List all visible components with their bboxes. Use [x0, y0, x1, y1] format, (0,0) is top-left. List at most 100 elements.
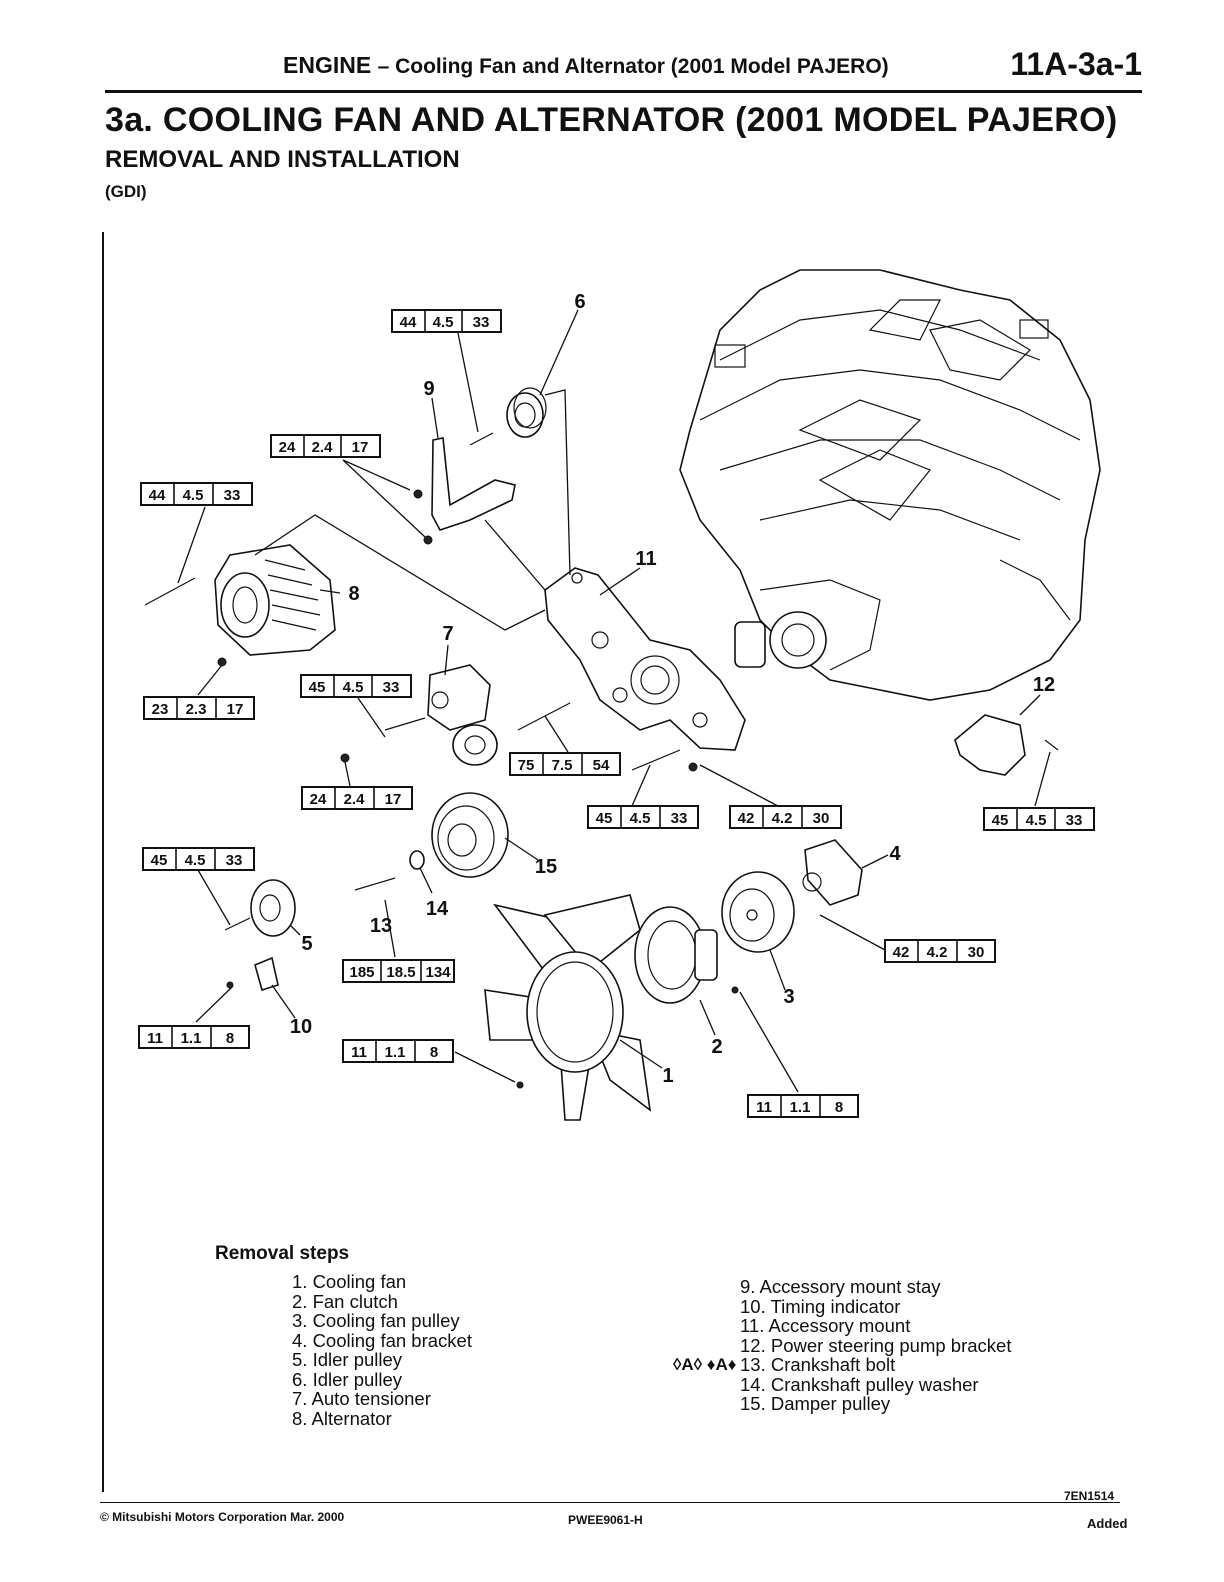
leader — [1034, 751, 1051, 807]
leader — [454, 1051, 516, 1083]
callout-1: 1 — [662, 1065, 673, 1087]
svg-text:33: 33 — [1066, 812, 1083, 829]
removal-step: 15. Damper pulley — [740, 1393, 891, 1414]
removal-step: 2. Fan clutch — [292, 1290, 398, 1312]
removal-steps-list-right: 9. Accessory mount stay 10. Timing indic… — [740, 1277, 1011, 1414]
removal-step: 4. Cooling fan bracket — [292, 1329, 472, 1351]
leader — [177, 506, 206, 584]
svg-text:185: 185 — [349, 964, 374, 981]
cooling-fan — [484, 894, 652, 1121]
leader — [444, 644, 449, 676]
svg-text:54: 54 — [593, 757, 610, 774]
svg-text:4.5: 4.5 — [433, 314, 454, 331]
removal-step: 13. Crankshaft bolt — [740, 1354, 896, 1375]
section-subtitle: REMOVAL AND INSTALLATION — [105, 146, 460, 173]
leader — [344, 761, 351, 787]
svg-text:42: 42 — [893, 944, 910, 961]
routing-line — [544, 389, 571, 576]
accessory-mount-stay — [431, 437, 516, 531]
callout-12: 12 — [1033, 674, 1055, 696]
crankshaft-washer — [409, 850, 425, 870]
svg-text:8: 8 — [226, 1030, 234, 1047]
timing-indicator — [254, 956, 279, 992]
removal-step: 10. Timing indicator — [740, 1295, 901, 1317]
svg-text:42: 42 — [738, 810, 755, 827]
leader — [271, 984, 296, 1019]
svg-text:4.5: 4.5 — [185, 852, 206, 869]
header-rule — [105, 90, 1142, 93]
svg-text:44: 44 — [400, 314, 417, 331]
page-number: 11A-3a-1 — [1010, 46, 1142, 82]
footer-rule — [100, 1502, 1120, 1503]
leader — [861, 854, 889, 869]
ps-pump-bracket — [954, 714, 1026, 776]
svg-text:33: 33 — [224, 487, 241, 504]
removal-step: 14. Crankshaft pulley washer — [740, 1373, 979, 1395]
removal-steps-heading: Removal steps — [215, 1243, 350, 1264]
svg-text:2.4: 2.4 — [344, 791, 366, 808]
callout-5: 5 — [301, 933, 312, 955]
idler-pulley-6 — [506, 387, 547, 438]
damper-pulley — [431, 792, 509, 878]
exploded-view-diagram: 444.533 242.417 444.533 232.317 454.533 … — [138, 269, 1101, 1121]
leader — [769, 949, 786, 991]
callout-15: 15 — [535, 856, 557, 878]
leader — [599, 567, 641, 596]
torque-spec: 45 4.5 33 — [142, 847, 255, 871]
svg-text:33: 33 — [383, 679, 400, 696]
svg-text:17: 17 — [352, 439, 369, 456]
svg-text:45: 45 — [596, 810, 613, 827]
leader — [539, 309, 579, 396]
svg-text:23: 23 — [152, 701, 169, 718]
svg-text:2.3: 2.3 — [186, 701, 207, 718]
leader — [619, 1039, 663, 1069]
callout-13: 13 — [370, 915, 392, 937]
callout-2: 2 — [711, 1036, 722, 1058]
svg-text:4.2: 4.2 — [772, 810, 793, 827]
svg-text:17: 17 — [385, 791, 402, 808]
left-margin-rule — [102, 232, 104, 1492]
svg-text:2.4: 2.4 — [312, 439, 334, 456]
svg-text:7.5: 7.5 — [552, 757, 573, 774]
svg-text:44: 44 — [149, 487, 166, 504]
leader — [357, 697, 386, 738]
leader — [195, 986, 233, 1023]
idler-pulley-5 — [250, 879, 296, 937]
svg-text:134: 134 — [425, 964, 451, 981]
torque-spec: 185 18.5 134 — [342, 959, 455, 983]
auto-tensioner — [427, 664, 498, 766]
leader — [197, 664, 223, 696]
leader — [342, 459, 426, 538]
removal-step: 12. Power steering pump bracket — [740, 1334, 1012, 1356]
engine-assembly — [679, 269, 1101, 701]
alternator — [214, 544, 336, 656]
accessory-mount — [544, 567, 746, 751]
leader — [504, 837, 539, 861]
figure-code: 7EN1514 — [1064, 1489, 1115, 1503]
svg-text:18.5: 18.5 — [386, 964, 415, 981]
copyright: © Mitsubishi Motors Corporation Mar. 200… — [100, 1510, 345, 1524]
leader — [739, 991, 799, 1093]
svg-text:11: 11 — [351, 1044, 367, 1061]
leader — [197, 869, 231, 926]
svg-text:33: 33 — [226, 852, 243, 869]
svg-text:8: 8 — [835, 1099, 843, 1116]
callout-3: 3 — [783, 986, 794, 1008]
svg-text:11: 11 — [756, 1099, 772, 1116]
svg-text:24: 24 — [279, 439, 296, 456]
bolts — [144, 432, 1059, 1089]
svg-text:4.5: 4.5 — [630, 810, 651, 827]
leader — [699, 764, 779, 807]
svg-text:11: 11 — [147, 1030, 163, 1047]
removal-step: 11. Accessory mount — [740, 1315, 911, 1336]
removal-step: 6. Idler pulley — [292, 1368, 403, 1390]
svg-text:33: 33 — [473, 314, 490, 331]
svg-text:17: 17 — [227, 701, 244, 718]
fan-pulley — [721, 871, 795, 953]
svg-text:45: 45 — [151, 852, 168, 869]
svg-text:75: 75 — [518, 757, 535, 774]
callout-9: 9 — [423, 378, 434, 400]
svg-text:30: 30 — [968, 944, 985, 961]
